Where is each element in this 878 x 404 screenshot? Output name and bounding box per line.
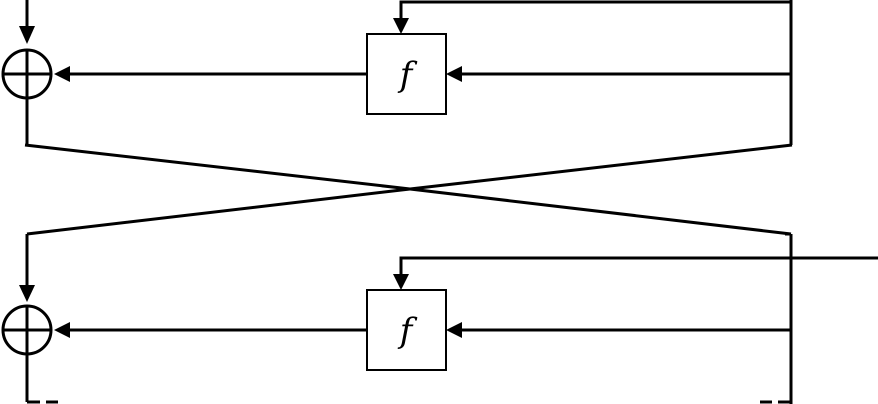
- f-key-input-wire-2: [399, 256, 878, 274]
- xor-combiner-2: [1, 304, 53, 356]
- xor-combiner-1: [1, 48, 53, 100]
- f-key-input-wire-1: [399, 0, 791, 18]
- arrowhead-icon: [54, 322, 70, 338]
- f-function-box-2: [366, 289, 447, 371]
- arrowhead-icon: [54, 66, 70, 82]
- arrowhead-icon: [393, 274, 409, 290]
- round-1: f: [1, 0, 793, 145]
- round-2: f: [1, 234, 878, 404]
- arrowhead-icon: [446, 322, 462, 338]
- arrowhead-icon: [446, 66, 462, 82]
- half-swap: [24, 143, 793, 236]
- arrowhead-icon: [19, 26, 35, 44]
- f-function-box-1: [366, 33, 447, 115]
- swap-line-right-to-left: [26, 143, 793, 236]
- arrowhead-icon: [393, 18, 409, 34]
- arrowhead-icon: [19, 285, 35, 302]
